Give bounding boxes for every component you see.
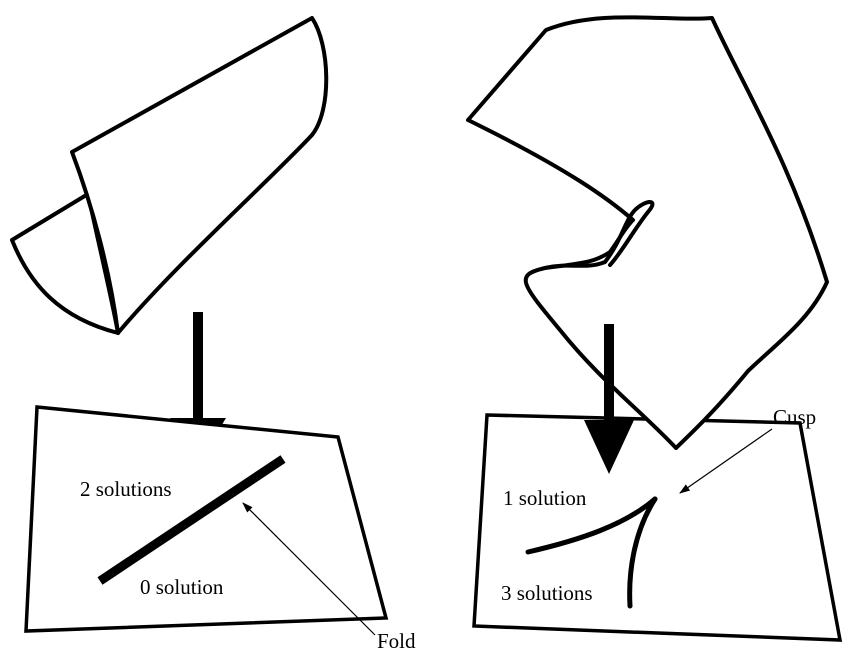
cusp-outer-region-label: 1 solution — [503, 486, 587, 510]
fold-lower-region-label: 0 solution — [140, 575, 224, 599]
fold-curve-label: Fold — [377, 629, 416, 653]
fold-surface-front-sheet — [70, 16, 329, 335]
cusp-pointer-arrow — [679, 428, 773, 494]
cusp-curve-right-branch — [627, 496, 658, 609]
fold-surface — [10, 16, 329, 335]
fold-pointer-arrow — [242, 502, 376, 636]
cusp-inner-region-label: 3 solutions — [501, 581, 593, 605]
cusp-projection-arrow — [584, 324, 634, 474]
fold-upper-region-label: 2 solutions — [80, 477, 172, 501]
cusp-curve-left-branch — [525, 496, 658, 555]
cusp-surface — [466, 15, 829, 450]
cusp-control-plane — [472, 413, 843, 642]
cusp-surface-sheet — [466, 15, 829, 450]
cusp-curve-label: Cusp — [773, 405, 816, 429]
fold-line — [97, 455, 286, 585]
cusp-curve — [525, 496, 658, 609]
cusp-surface-pleat-edge — [543, 200, 655, 270]
